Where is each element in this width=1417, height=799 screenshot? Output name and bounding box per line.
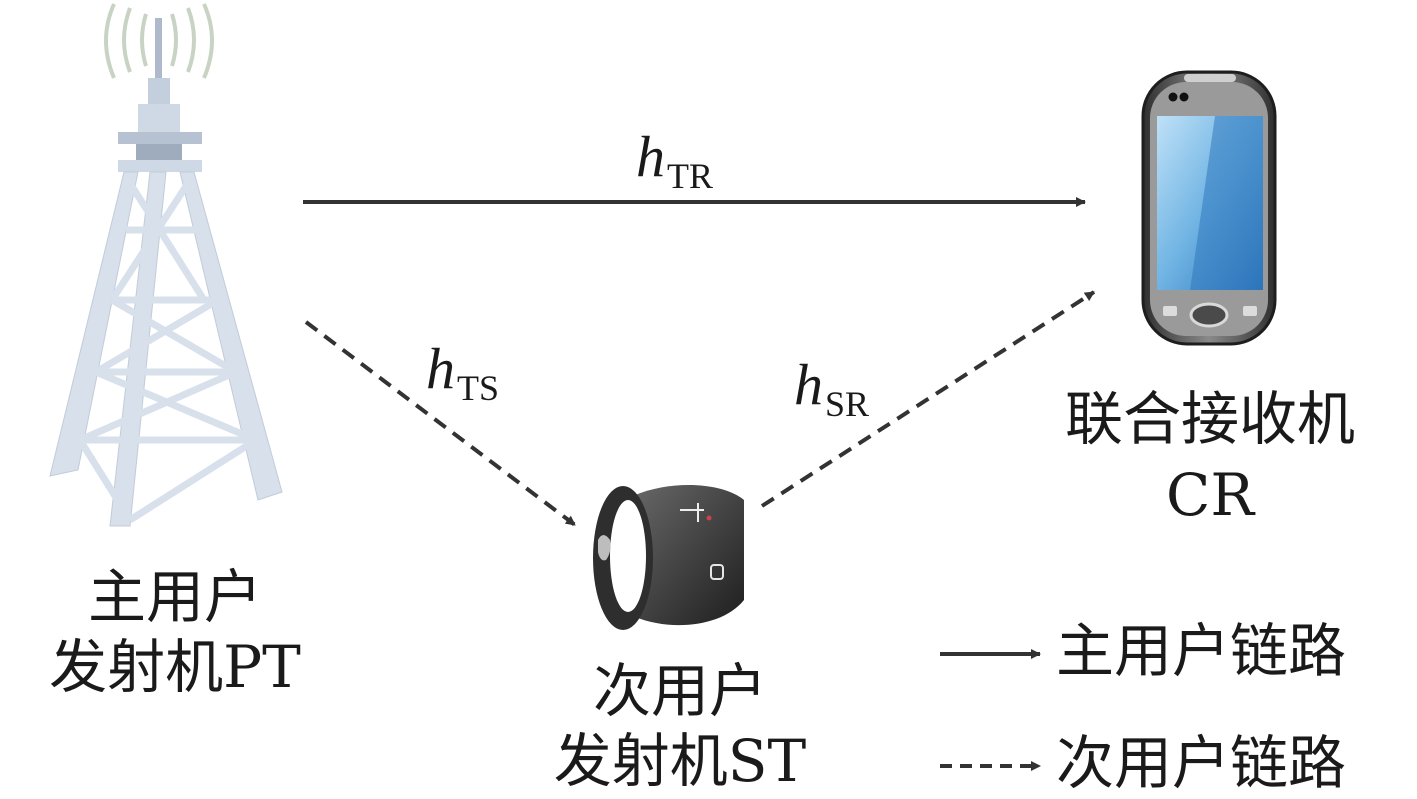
cr-label-line2: CR <box>1165 461 1255 529</box>
pt-label: 主用户 发射机PT <box>20 568 330 696</box>
link-tr-subscript: TR <box>667 156 714 196</box>
st-label-line2: 发射机ST <box>553 727 807 795</box>
st-label-line1: 次用户 <box>592 657 767 725</box>
link-sr-symbol: h <box>794 352 823 417</box>
link-ts-arrow <box>304 320 577 527</box>
cr-label-line1: 联合接收机 <box>1064 385 1355 453</box>
watch-icon <box>593 485 744 630</box>
links <box>303 197 1096 527</box>
signal-waves <box>104 3 214 79</box>
tower-icon <box>49 3 283 527</box>
link-ts-symbol: h <box>426 336 455 401</box>
link-sr-arrow <box>760 290 1096 508</box>
link-ts-label: hTS <box>426 340 499 407</box>
cr-label: 联合接收机 CR <box>1030 390 1390 524</box>
link-sr-subscript: SR <box>825 384 870 424</box>
pt-label-line1: 主用户 <box>87 563 262 631</box>
legend-secondary-text: 次用户链路 <box>1056 729 1347 797</box>
st-label: 次用户 发射机ST <box>520 662 840 790</box>
link-tr-label: hTR <box>636 128 713 195</box>
link-tr-symbol: h <box>636 124 665 189</box>
pt-label-line2: 发射机PT <box>49 633 301 701</box>
phone-icon <box>1141 70 1277 346</box>
link-sr-label: hSR <box>794 356 869 423</box>
link-ts-subscript: TS <box>457 368 500 408</box>
legend-graphics <box>940 649 1041 771</box>
legend-primary-text: 主用户链路 <box>1056 617 1347 685</box>
